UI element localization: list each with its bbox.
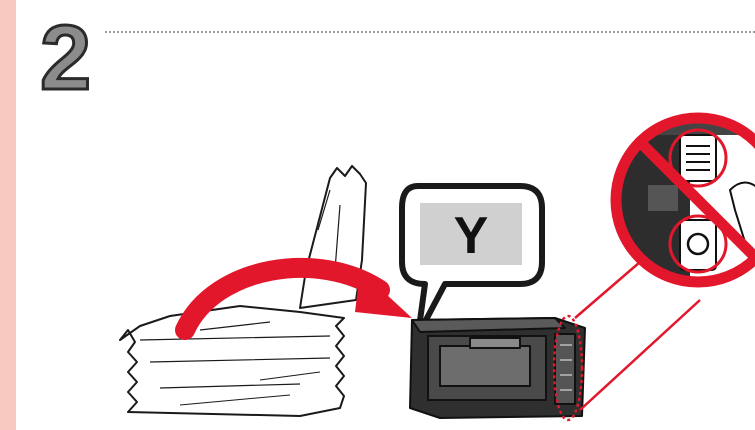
zoom-leader-lines (574, 261, 701, 411)
highlight-ellipse (552, 314, 584, 422)
dotted-separator (105, 31, 755, 33)
move-arrow-icon (175, 257, 412, 340)
finger-icon (728, 181, 755, 282)
color-label-text: Y (454, 207, 489, 265)
ink-cartridge-icon (409, 317, 586, 419)
prohibition-sign-icon (610, 112, 755, 288)
side-strip (0, 0, 16, 430)
step-number: 2 (38, 7, 92, 109)
ink-pouch-icon (119, 165, 367, 417)
label-box (420, 203, 522, 265)
color-label-callout: Y (399, 183, 545, 338)
